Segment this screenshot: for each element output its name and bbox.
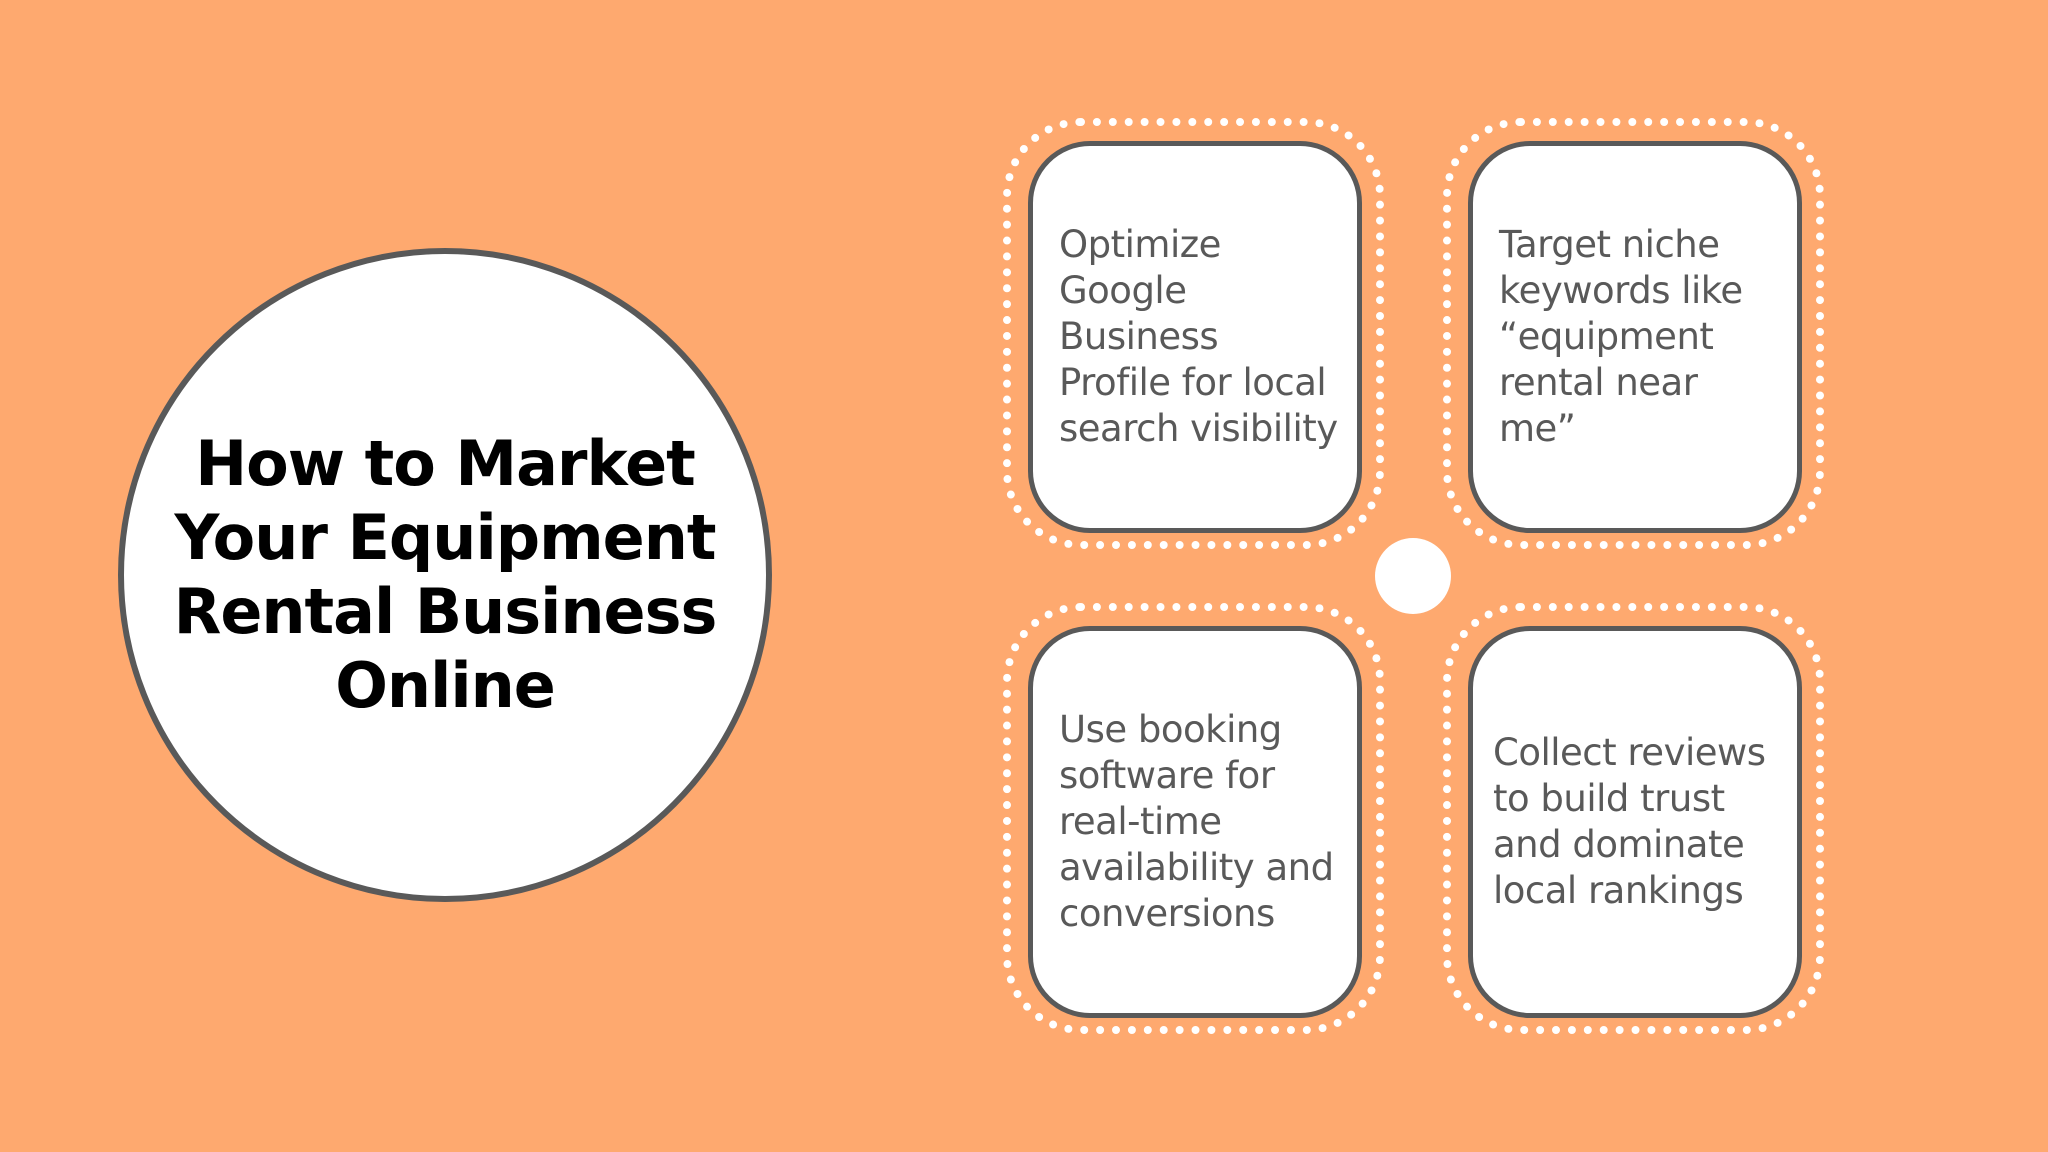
card-frame-bottom-left: Use booking software for real-time avail… [1003,603,1384,1034]
card-frame-top-left: Optimize Google Business Profile for loc… [1003,118,1384,549]
card-frame-top-right: Target niche keywords like “equipment re… [1443,118,1824,549]
card-text: Optimize Google Business Profile for loc… [1059,223,1338,450]
card-bottom-right: Collect reviews to build trust and domin… [1468,626,1802,1018]
card-bottom-left: Use booking software for real-time avail… [1028,626,1362,1018]
page-title: How to Market Your Equipment Rental Busi… [173,427,718,722]
card-top-left: Optimize Google Business Profile for loc… [1028,141,1362,533]
title-circle: How to Market Your Equipment Rental Busi… [118,248,772,902]
card-text: Target niche keywords like “equipment re… [1499,223,1743,450]
card-top-right: Target niche keywords like “equipment re… [1468,141,1802,533]
card-text: Collect reviews to build trust and domin… [1493,731,1766,912]
card-text: Use booking software for real-time avail… [1059,708,1334,935]
center-dot [1375,538,1451,614]
card-frame-bottom-right: Collect reviews to build trust and domin… [1443,603,1824,1034]
